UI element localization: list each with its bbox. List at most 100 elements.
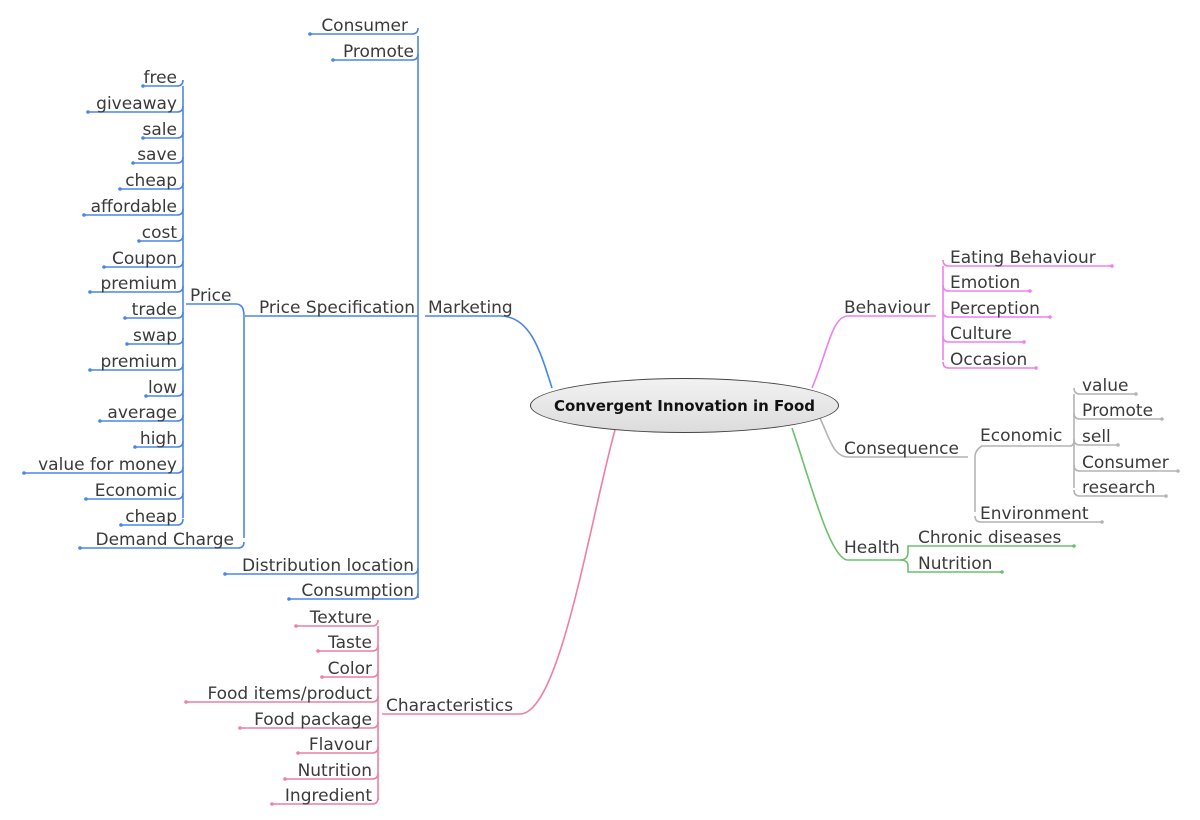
node-price-cheap-17[interactable]: cheap [125,507,177,527]
node-char-ingredient[interactable]: Ingredient [284,786,372,806]
health-nutrition-connector [899,559,1002,573]
node-price-sale-2[interactable]: sale [142,120,177,140]
node-char-nutrition-end-dot [283,777,287,781]
node-char-flavour[interactable]: Flavour [308,735,372,755]
node-eco-sell-2[interactable]: sell [1082,427,1111,447]
node-eco-promote-1[interactable]: Promote [1082,401,1154,421]
node-price-save-3[interactable]: save [137,145,177,165]
node-beh-culture[interactable]: Culture [950,324,1012,344]
node-marketing[interactable]: Marketing [428,298,513,318]
node-price-sale-2-connector [143,131,184,139]
node-eco-value-0-end-dot [1134,392,1138,396]
node-demand-charge[interactable]: Demand Charge [95,530,235,550]
node-price-save-3-end-dot [131,161,135,165]
node-price-cheap-4[interactable]: cheap [125,171,177,191]
node-beh-eating-behaviour-end-dot [1110,264,1114,268]
node-char-taste-end-dot [316,649,320,653]
node-price-premium-8-end-dot [88,290,92,294]
node-price-affordable-5-connector [84,208,184,216]
node-price-swap-10[interactable]: swap [133,326,177,346]
node-chronic-diseases[interactable]: Chronic diseases [918,528,1062,548]
node-eco-promote-1-connector [1073,412,1162,420]
node-price-free-0-connector [143,79,184,87]
node-price-trade-9[interactable]: trade [131,300,177,320]
node-price-coupon-7-end-dot [102,265,106,269]
node-char-texture[interactable]: Texture [309,608,372,628]
node-price-free-0-end-dot [141,84,145,88]
node-price-value-for-money-15-connector [24,466,184,474]
node-price-economic-16-connector [86,492,184,500]
node-price-cheap-4-connector [120,182,184,190]
node-economic[interactable]: Economic [980,426,1063,446]
node-char-food-package[interactable]: Food package [254,710,372,730]
node-beh-occasion[interactable]: Occasion [950,350,1028,370]
node-price-swap-10-connector [127,337,184,345]
node-price-giveaway-1-connector [88,105,184,113]
node-beh-perception[interactable]: Perception [950,299,1040,319]
node-char-texture-end-dot [294,624,298,628]
node-characteristics[interactable]: Characteristics [386,696,514,716]
node-price-trade-9-end-dot [123,316,127,320]
node-promote[interactable]: Promote [342,42,414,62]
node-eco-value-0[interactable]: value [1082,376,1129,396]
node-price-giveaway-1[interactable]: giveaway [96,94,177,114]
node-consumer[interactable]: Consumer [321,16,408,36]
node-beh-eating-behaviour-connector [942,259,1112,267]
node-price-high-14[interactable]: high [139,429,177,449]
consequence-branch-connector [819,417,968,458]
node-beh-emotion[interactable]: Emotion [950,273,1021,293]
node-consumption-end-dot [287,597,291,601]
node-behaviour[interactable]: Behaviour [844,298,931,318]
node-price-economic-16[interactable]: Economic [94,481,177,501]
node-char-ingredient-connector [272,797,379,805]
node-price[interactable]: Price [190,286,232,306]
node-health[interactable]: Health [844,538,900,558]
node-price-free-0[interactable]: free [143,68,177,88]
node-promote-end-dot [331,58,335,62]
node-price-sale-2-end-dot [141,136,145,140]
node-eco-research-4[interactable]: research [1082,478,1156,498]
node-price-value-for-money-15[interactable]: value for money [38,455,177,475]
node-char-taste[interactable]: Taste [328,633,372,653]
node-distribution-location[interactable]: Distribution location [241,556,414,576]
node-price-premium-11[interactable]: premium [100,352,177,372]
node-price-low-12[interactable]: low [147,378,177,398]
node-distribution-location-end-dot [223,572,227,576]
node-beh-eating-behaviour[interactable]: Eating Behaviour [950,248,1096,268]
node-consumer-connector [310,27,419,35]
node-price-average-13-end-dot [98,419,102,423]
node-char-color[interactable]: Color [327,659,372,679]
node-char-nutrition[interactable]: Nutrition [297,761,372,781]
node-environment-connector [974,515,1102,523]
node-price-coupon-7[interactable]: Coupon [111,249,177,269]
node-demand-charge-connector [80,541,245,549]
node-price-cost-6-end-dot [137,239,141,243]
node-consumption-connector [289,592,419,600]
node-char-flavour-connector [298,746,379,754]
node-price-premium-8[interactable]: premium [100,274,177,294]
node-price-swap-10-end-dot [125,342,129,346]
node-price-average-13[interactable]: average [107,403,177,423]
node-environment[interactable]: Environment [980,504,1089,524]
node-price-cost-6[interactable]: cost [141,223,177,243]
node-price-affordable-5[interactable]: affordable [90,197,177,217]
marketing-branch-connector [425,315,553,389]
health-branch-connector [791,427,900,561]
node-char-food-package-connector [240,721,379,729]
node-beh-emotion-end-dot [1028,289,1032,293]
node-char-nutrition-connector [285,772,379,780]
node-eco-consumer-3-end-dot [1176,469,1180,473]
node-health-nutrition[interactable]: Nutrition [918,554,993,574]
node-consequence[interactable]: Consequence [844,439,959,459]
node-distribution-location-connector [225,567,419,575]
node-price-low-12-connector [146,389,184,397]
node-eco-sell-2-connector [1073,438,1118,446]
central-topic[interactable]: Convergent Innovation in Food [530,378,839,433]
node-eco-consumer-3[interactable]: Consumer [1082,453,1169,473]
node-char-food-items-product[interactable]: Food items/product [207,684,372,704]
node-eco-consumer-3-connector [1073,464,1178,472]
central-topic-label: Convergent Innovation in Food [553,396,815,415]
node-consumption[interactable]: Consumption [301,581,414,601]
node-char-flavour-end-dot [296,751,300,755]
node-price-specification[interactable]: Price Specification [258,298,415,318]
